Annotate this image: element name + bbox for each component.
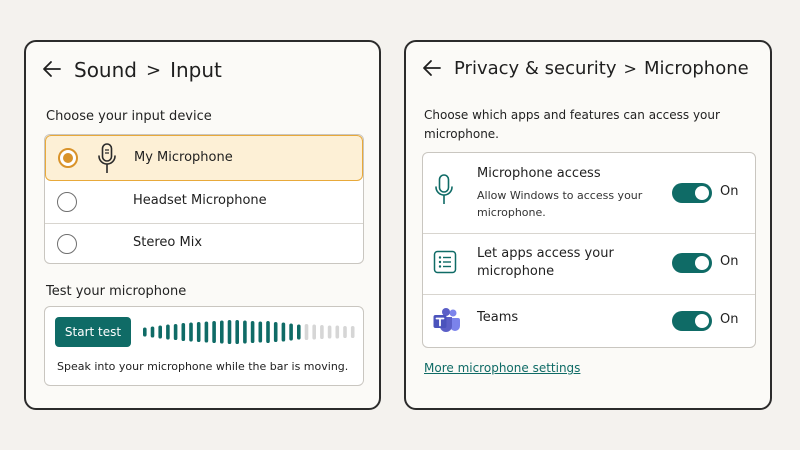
level-bar-inactive xyxy=(327,325,332,339)
setting-row-app-access: Let apps access your microphone On xyxy=(423,234,755,294)
teams-toggle[interactable] xyxy=(672,311,712,331)
setting-title: Let apps access your microphone xyxy=(477,246,614,279)
radio-selected[interactable] xyxy=(58,148,78,168)
divider xyxy=(423,294,755,295)
level-bar-active xyxy=(258,321,263,343)
breadcrumb-parent[interactable]: Privacy & security xyxy=(454,58,617,79)
radio-unselected[interactable] xyxy=(57,192,77,212)
microphone-icon xyxy=(96,142,118,180)
level-bar-inactive xyxy=(343,326,347,338)
breadcrumb-separator: > xyxy=(623,59,637,78)
level-bar-active xyxy=(235,320,239,344)
level-bar-inactive xyxy=(304,324,309,340)
breadcrumb-separator: > xyxy=(145,59,162,81)
level-bar-active xyxy=(289,323,293,341)
level-bar-inactive xyxy=(350,326,355,338)
setting-subtitle: Allow Windows to access your microphone. xyxy=(477,189,643,219)
test-hint: Speak into your microphone while the bar… xyxy=(57,360,349,373)
more-microphone-settings-link[interactable]: More microphone settings xyxy=(424,361,581,375)
page-description: Choose which apps and features can acces… xyxy=(424,108,720,141)
teams-icon xyxy=(433,307,461,337)
device-section-label: Choose your input device xyxy=(46,109,212,124)
device-name: Stereo Mix xyxy=(133,235,203,250)
level-bar-active xyxy=(204,321,209,343)
start-test-button[interactable]: Start test xyxy=(55,317,131,347)
toggle-state-label: On xyxy=(720,312,739,327)
microphone-test-box: Start test Speak into your microphone wh… xyxy=(44,306,364,386)
level-bar-active xyxy=(150,326,155,338)
microphone-icon xyxy=(433,173,455,211)
level-bar-active xyxy=(243,320,247,344)
level-bar-active xyxy=(166,324,170,340)
device-option-headset-microphone[interactable]: Headset Microphone xyxy=(45,181,363,223)
level-bar-inactive xyxy=(312,324,316,340)
level-bar-active xyxy=(273,322,278,342)
breadcrumb: Sound > Input xyxy=(42,58,222,82)
setting-row-microphone-access: Microphone access Allow Windows to acces… xyxy=(423,153,755,233)
setting-title: Microphone access xyxy=(477,166,601,181)
level-bar-active xyxy=(143,327,147,337)
device-name: My Microphone xyxy=(134,150,233,165)
app-list-icon xyxy=(433,250,457,278)
sound-input-panel: Sound > Input Choose your input device M… xyxy=(24,40,381,410)
privacy-microphone-panel: Privacy & security > Microphone Choose w… xyxy=(404,40,772,410)
microphone-access-toggle[interactable] xyxy=(672,183,712,203)
level-bar-active xyxy=(266,321,270,343)
input-device-list: My Microphone Headset Microphone Stereo … xyxy=(44,134,364,264)
microphone-settings-card: Microphone access Allow Windows to acces… xyxy=(422,152,756,348)
level-bar-active xyxy=(227,320,232,344)
toggle-state-label: On xyxy=(720,184,739,199)
divider xyxy=(423,233,755,234)
level-bar-active xyxy=(196,322,201,342)
input-level-meter xyxy=(143,320,355,344)
level-bar-active xyxy=(158,325,162,339)
level-bar-active xyxy=(220,320,224,344)
level-bar-active xyxy=(189,322,193,342)
app-access-toggle[interactable] xyxy=(672,253,712,273)
level-bar-active xyxy=(250,321,255,343)
level-bar-active xyxy=(281,322,286,342)
level-bar-inactive xyxy=(335,325,340,339)
radio-unselected[interactable] xyxy=(57,234,77,254)
page-title: Input xyxy=(170,58,222,82)
level-bar-active xyxy=(181,323,186,341)
breadcrumb: Privacy & security > Microphone xyxy=(422,58,749,79)
toggle-state-label: On xyxy=(720,254,739,269)
breadcrumb-parent[interactable]: Sound xyxy=(74,58,137,82)
setting-row-teams: Teams On xyxy=(423,295,755,347)
divider xyxy=(45,223,363,224)
level-bar-active xyxy=(297,324,301,340)
test-section-label: Test your microphone xyxy=(46,284,187,299)
setting-title: Teams xyxy=(477,310,519,325)
page-title: Microphone xyxy=(643,58,749,79)
back-arrow-icon[interactable] xyxy=(422,59,444,79)
level-bar-active xyxy=(173,324,178,340)
level-bar-active xyxy=(212,321,216,343)
device-option-my-microphone[interactable]: My Microphone xyxy=(45,135,363,181)
device-option-stereo-mix[interactable]: Stereo Mix xyxy=(45,223,363,263)
back-arrow-icon[interactable] xyxy=(42,60,64,80)
level-bar-inactive xyxy=(320,325,324,339)
device-name: Headset Microphone xyxy=(133,193,267,208)
